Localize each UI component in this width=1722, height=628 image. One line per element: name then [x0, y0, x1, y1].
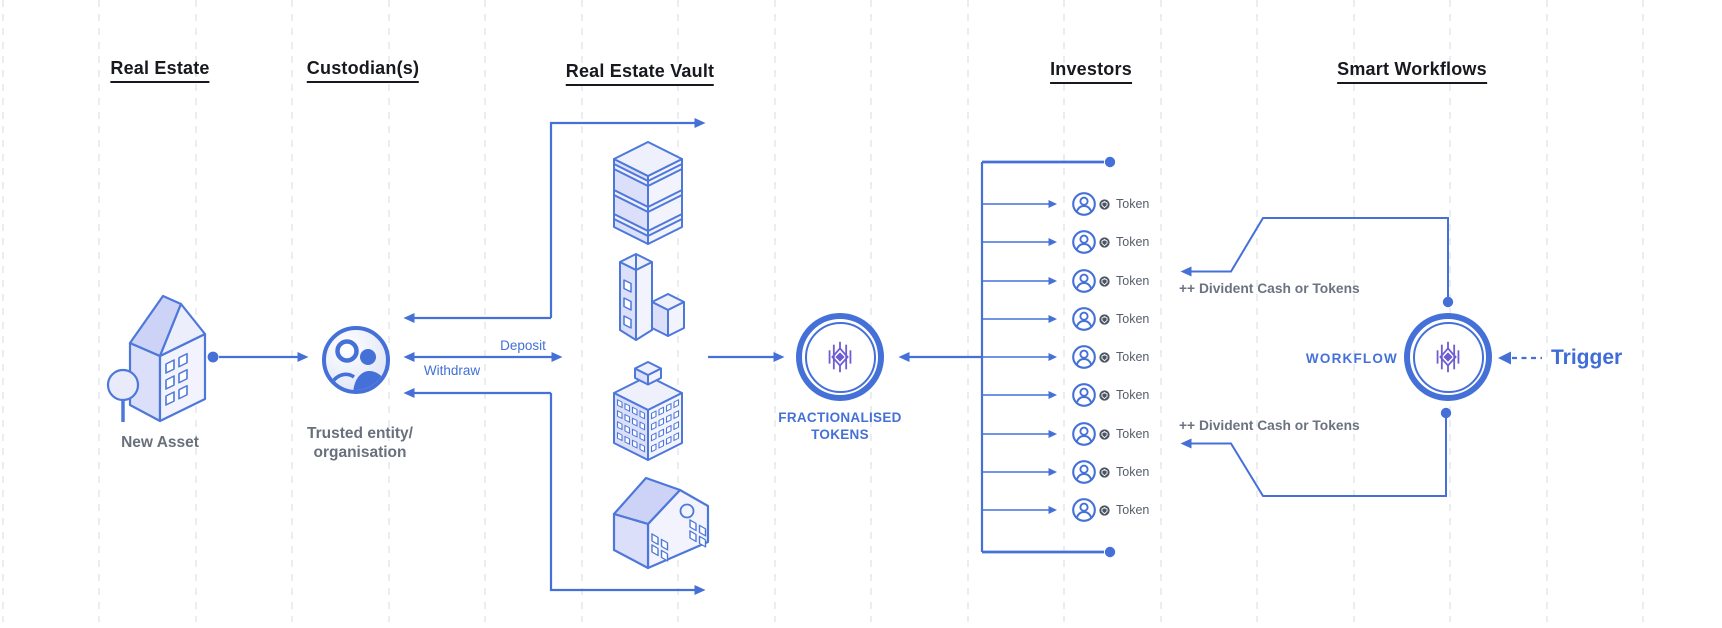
user-avatar-icon — [1072, 460, 1096, 484]
fractionalised-tokens-label: FRACTIONALISED TOKENS — [778, 410, 901, 443]
vault-l-tower-icon — [619, 253, 685, 341]
dividend-path-top — [1180, 217, 1449, 302]
workflow-ring — [1404, 313, 1492, 401]
header-real-estate: Real Estate — [110, 58, 210, 83]
user-avatar-icon — [1072, 230, 1096, 254]
user-avatar-icon — [1072, 422, 1096, 446]
vault-window-tower-icon — [613, 361, 683, 461]
dividend-label-top: ++ Divident Cash or Tokens — [1179, 281, 1360, 296]
vault-house-icon — [612, 476, 710, 570]
diamond-network-logo-icon — [1429, 338, 1467, 376]
token-label: Token — [1116, 350, 1150, 364]
trigger-arrowhead — [1498, 351, 1511, 365]
fractionalised-tokens-ring — [796, 313, 884, 401]
user-avatar-icon — [1072, 345, 1096, 369]
token-label: Token — [1116, 465, 1150, 479]
dividend-label-bottom: ++ Divident Cash or Tokens — [1179, 418, 1360, 433]
asset-arrow-dot — [207, 351, 219, 363]
new-asset-building-icon — [106, 294, 207, 423]
vault-top-branch — [549, 118, 706, 318]
investor-row: Token — [1072, 345, 1149, 369]
investor-row: Token — [1072, 460, 1149, 484]
token-badge-icon — [1099, 276, 1110, 287]
deposit-label: Deposit — [500, 338, 546, 353]
token-badge-icon — [1099, 467, 1110, 478]
vault-bottom-branch — [549, 393, 706, 595]
workflow-label: WORKFLOW — [1305, 351, 1398, 366]
grid-guides — [2, 0, 1644, 622]
header-custodian: Custodian(s) — [306, 58, 420, 83]
custodian-label: Trusted entity/ organisation — [307, 425, 413, 462]
diamond-network-logo-icon — [821, 338, 859, 376]
custodian-label-line1: Trusted entity/ — [307, 425, 413, 442]
header-vault: Real Estate Vault — [565, 61, 715, 86]
user-avatar-icon — [1072, 307, 1096, 331]
custodian-icon — [322, 326, 390, 394]
investor-row: Token — [1072, 498, 1149, 522]
token-label: Token — [1116, 388, 1150, 402]
new-asset-label: New Asset — [121, 434, 199, 451]
token-label: Token — [1116, 197, 1150, 211]
header-investors: Investors — [1050, 59, 1132, 84]
token-badge-icon — [1099, 237, 1110, 248]
fractionalised-label-line2: TOKENS — [811, 426, 869, 442]
token-badge-icon — [1099, 199, 1110, 210]
token-badge-icon — [1099, 429, 1110, 440]
token-badge-icon — [1099, 505, 1110, 516]
token-label: Token — [1116, 235, 1150, 249]
withdraw-label: Withdraw — [423, 363, 481, 378]
token-label: Token — [1116, 274, 1150, 288]
token-badge-icon — [1099, 314, 1110, 325]
vault-striped-tower-icon — [613, 141, 683, 245]
dividend-path-bottom — [1180, 413, 1447, 497]
investor-row: Token — [1072, 192, 1149, 216]
token-badge-icon — [1099, 352, 1110, 363]
token-badge-icon — [1099, 390, 1110, 401]
investor-row: Token — [1072, 422, 1149, 446]
user-avatar-icon — [1072, 498, 1096, 522]
investor-row-arrows — [982, 200, 1057, 514]
investors-bottom-dot — [1104, 546, 1116, 558]
token-label: Token — [1116, 427, 1150, 441]
fractionalised-label-line1: FRACTIONALISED — [778, 410, 902, 425]
investor-row: Token — [1072, 230, 1149, 254]
investor-row: Token — [1072, 383, 1149, 407]
investor-row: Token — [1072, 269, 1149, 293]
investors-top-dot — [1104, 156, 1116, 168]
investor-row: Token — [1072, 307, 1149, 331]
user-avatar-icon — [1072, 269, 1096, 293]
token-label: Token — [1116, 312, 1150, 326]
custodian-label-line2: organisation — [313, 443, 407, 461]
header-smart-workflows: Smart Workflows — [1337, 59, 1487, 84]
user-avatar-icon — [1072, 192, 1096, 216]
trigger-label: Trigger — [1551, 346, 1623, 369]
token-label: Token — [1116, 503, 1150, 517]
user-avatar-icon — [1072, 383, 1096, 407]
